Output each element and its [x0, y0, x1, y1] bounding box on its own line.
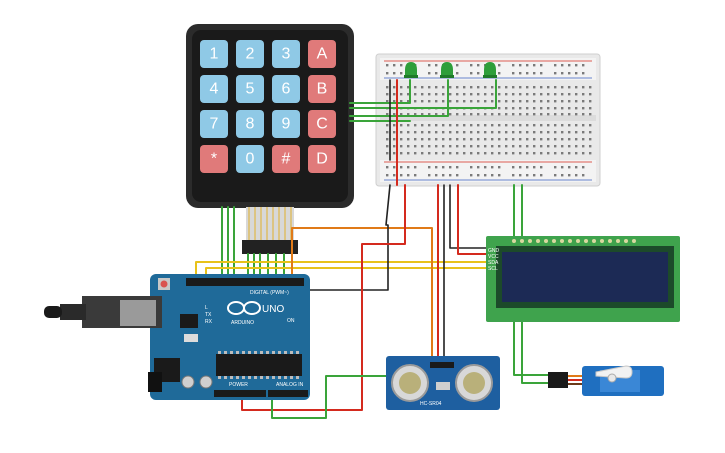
keypad[interactable]: 1 2 3 A 4 5 6 B 7 8 9 C * 0 # D [186, 24, 354, 208]
key-star[interactable]: * [200, 145, 228, 173]
key-B[interactable]: B [308, 75, 336, 103]
wires [195, 79, 549, 419]
lcd-pin-scl: SCL [488, 266, 498, 272]
key-2[interactable]: 2 [236, 40, 264, 68]
breadboard-center-channel [380, 115, 596, 121]
key-label: 4 [210, 81, 219, 98]
wire-keypad-led2 [349, 79, 449, 117]
wire-vcc-lcd [457, 184, 489, 255]
digital-label: DIGITAL (PWM~) [250, 290, 289, 296]
keypad-keys: 1 2 3 A 4 5 6 B 7 8 9 C * 0 # D [200, 40, 336, 173]
key-5[interactable]: 5 [236, 75, 264, 103]
key-6[interactable]: 6 [272, 75, 300, 103]
key-label: 9 [282, 116, 291, 133]
key-8[interactable]: 8 [236, 110, 264, 138]
key-label: C [316, 116, 328, 133]
servo-connector [548, 372, 568, 388]
key-label: 3 [282, 46, 291, 63]
key-label: A [317, 46, 328, 63]
lcd-pin-vcc: VCC [488, 254, 499, 260]
lcd-pin-gnd: GND [488, 248, 500, 254]
rx-label: RX [205, 319, 213, 325]
key-label: * [211, 151, 217, 168]
key-label: 6 [282, 81, 291, 98]
key-C[interactable]: C [308, 110, 336, 138]
key-label: D [316, 151, 328, 168]
on-label: ON [287, 318, 295, 324]
usb-connector [120, 300, 156, 326]
arduino-uno: ARDUINO UNO DIGITAL (PWM~) POWER ANALOG … [44, 274, 310, 400]
power-label: POWER [229, 382, 248, 388]
key-label: 7 [210, 116, 219, 133]
sensor-model: HC-SR04 [420, 401, 442, 407]
wire-gnd-lcd [449, 184, 489, 249]
key-label: 8 [246, 116, 255, 133]
atmega-chip [216, 354, 302, 376]
arduino-brand: ARDUINO [231, 320, 254, 326]
servo-horn [595, 365, 633, 379]
key-3[interactable]: 3 [272, 40, 300, 68]
digital-header [186, 278, 304, 286]
key-hash[interactable]: # [272, 145, 300, 173]
power-header [214, 390, 266, 397]
key-0[interactable]: 0 [236, 145, 264, 173]
tx-label: TX [205, 312, 212, 318]
wire-orange-trig [291, 227, 433, 359]
l-label: L [205, 305, 208, 311]
wire-keypad-led3 [349, 79, 497, 109]
key-label: 5 [246, 81, 255, 98]
keypad-connector [242, 240, 298, 254]
led-green-2 [440, 62, 454, 78]
lcd-screen [502, 252, 668, 302]
arduino-logo: ARDUINO UNO [227, 301, 284, 326]
lcd-pin-sda: SDA [488, 260, 499, 266]
key-label: # [282, 151, 291, 168]
lcd-display: GND VCC SDA SCL [486, 236, 680, 322]
key-4[interactable]: 4 [200, 75, 228, 103]
capacitor-2 [199, 375, 213, 389]
key-label: 1 [210, 46, 219, 63]
key-1[interactable]: 1 [200, 40, 228, 68]
key-A[interactable]: A [308, 40, 336, 68]
capacitor-1 [181, 375, 195, 389]
led-green-1 [404, 62, 418, 78]
key-7[interactable]: 7 [200, 110, 228, 138]
wire-5v [241, 184, 406, 411]
key-label: B [317, 81, 328, 98]
breadboard-bottom-rails [380, 160, 596, 182]
key-D[interactable]: D [308, 145, 336, 173]
key-label: 0 [246, 151, 255, 168]
analog-header [268, 390, 308, 397]
wire-echo [271, 375, 387, 419]
analog-label: ANALOG IN [276, 382, 304, 388]
keypad-ribbon-cable [242, 207, 298, 254]
wire-keypad-led1 [349, 79, 411, 104]
key-9[interactable]: 9 [272, 110, 300, 138]
led-green-3 [483, 62, 497, 78]
arduino-model: UNO [262, 304, 284, 315]
servo-motor [548, 365, 664, 396]
ultrasonic-sensor: HC-SR04 [386, 356, 500, 410]
key-label: 2 [246, 46, 255, 63]
